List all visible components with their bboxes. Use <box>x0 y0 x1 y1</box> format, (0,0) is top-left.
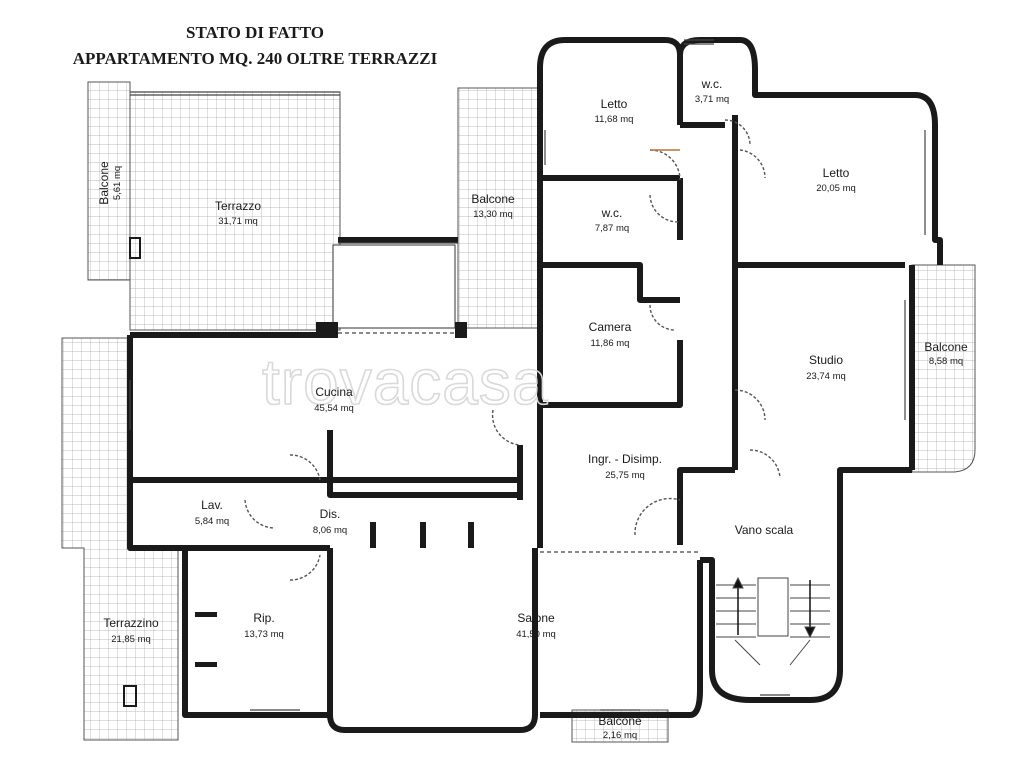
room-salone-name: Salone <box>517 611 555 625</box>
room-balcone-bottom-area: 2,16 mq <box>603 730 637 741</box>
terrace-balcone-right <box>911 264 976 473</box>
room-cucina-area: 45,54 mq <box>314 403 354 414</box>
room-letto-big-name: Letto <box>823 166 850 180</box>
room-labels: Letto 11,68 mq w.c. 3,71 mq Letto 20,05 … <box>97 77 968 741</box>
room-terrazzino-name: Terrazzino <box>103 616 159 630</box>
room-balcone-left-area: 5,61 mq <box>112 166 123 200</box>
room-letto-small-area: 11,68 mq <box>595 114 634 125</box>
room-balcone-mid-name: Balcone <box>471 192 515 206</box>
doors <box>244 119 781 581</box>
room-wc-mid-area: 7,87 mq <box>595 223 629 234</box>
room-terrazzino-area: 21,85 mq <box>111 634 151 645</box>
room-letto-small-name: Letto <box>601 97 628 111</box>
room-terrazzo-area: 31,71 mq <box>218 216 258 227</box>
watermark: trovacasa <box>262 346 548 418</box>
staircase <box>716 576 830 666</box>
room-lavanderia-name: Lav. <box>201 498 223 512</box>
room-ingresso-name: Ingr. - Disimp. <box>588 452 662 466</box>
room-camera-name: Camera <box>589 320 632 334</box>
room-studio-name: Studio <box>809 353 843 367</box>
terrace-balcone-left <box>87 81 131 281</box>
room-letto-big-area: 20,05 mq <box>816 183 856 194</box>
walls <box>127 37 943 733</box>
room-wc-mid-name: w.c. <box>601 206 623 220</box>
room-disimpegno-area: 8,06 mq <box>313 525 347 536</box>
room-terrazzo-name: Terrazzo <box>215 199 261 213</box>
room-balcone-mid-area: 13,30 mq <box>473 209 513 220</box>
room-camera-area: 11,86 mq <box>591 338 630 349</box>
room-cucina-name: Cucina <box>315 385 353 399</box>
room-balcone-left-name: Balcone <box>97 161 111 205</box>
room-vano-scala-name: Vano scala <box>735 523 794 537</box>
terrace-terrazzino <box>61 337 179 741</box>
room-balcone-right-name: Balcone <box>924 340 968 354</box>
room-ripostiglio-name: Rip. <box>253 611 274 625</box>
room-lavanderia-area: 5,84 mq <box>195 516 229 527</box>
windows <box>129 39 926 711</box>
room-balcone-bottom-name: Balcone <box>598 714 642 728</box>
wall-stubs <box>123 237 474 707</box>
plan-title: STATO DI FATTO <box>186 23 324 42</box>
room-studio-area: 23,74 mq <box>806 371 846 382</box>
room-wc-top-name: w.c. <box>701 77 723 91</box>
room-ripostiglio-area: 13,73 mq <box>244 629 284 640</box>
room-ingresso-area: 25,75 mq <box>605 470 645 481</box>
plan-subtitle: APPARTAMENTO MQ. 240 OLTRE TERRAZZI <box>73 49 438 68</box>
terrace-balcone-mid <box>457 87 539 329</box>
room-wc-top-area: 3,71 mq <box>695 94 729 105</box>
room-salone-area: 41,50 mq <box>516 629 556 640</box>
room-balcone-right-area: 8,58 mq <box>929 356 963 367</box>
terrace-small-court <box>332 244 456 329</box>
room-disimpegno-name: Dis. <box>320 507 341 521</box>
